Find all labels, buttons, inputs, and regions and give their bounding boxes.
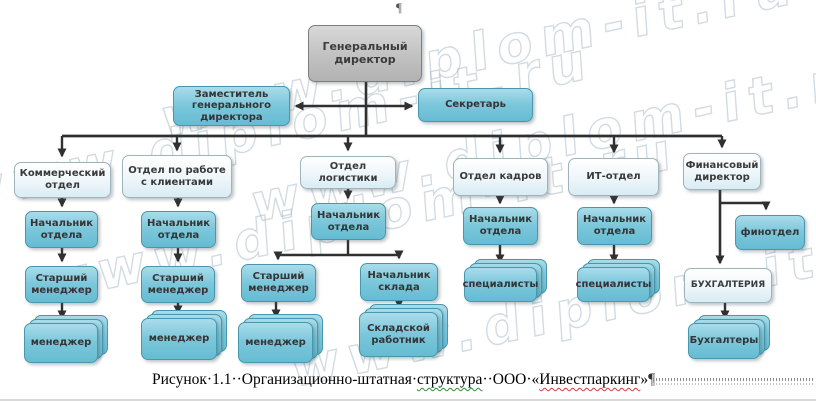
node-label: Заместитель генерального директора [191, 88, 272, 123]
node-warehouse-workers[interactable]: Складской работник [359, 304, 448, 357]
node-specialists-hr[interactable]: специалисты [462, 259, 547, 302]
node-head-clients[interactable]: Начальник отдела [141, 211, 216, 248]
formatting-dots-leader [653, 378, 814, 386]
node-managers-logistics[interactable]: менеджер [238, 314, 323, 363]
node-label: Старший менеджер [31, 272, 92, 296]
caption-word-spellcheck-green: структура [417, 371, 483, 388]
node-head-logistics[interactable]: Начальник отдела [311, 203, 386, 240]
paragraph-mark-top: ¶ [396, 0, 402, 15]
node-label: специалисты [462, 278, 539, 290]
node-label: менеджер [30, 337, 92, 349]
node-label: Секретарь [445, 99, 506, 111]
node-label: менеджер [245, 336, 306, 348]
node-accounting[interactable]: БУХГАЛТЕРИЯ [684, 268, 772, 303]
node-label: БУХГАЛТЕРИЯ [690, 280, 766, 291]
node-label: Складской работник [367, 322, 430, 346]
node-label: Коммерческий отдел [19, 168, 106, 191]
node-finotdel[interactable]: финотдел [735, 215, 805, 250]
figure-caption: Рисунок·1.1··Организационно-штатная·стру… [152, 371, 655, 389]
node-label: Начальник склада [367, 270, 431, 293]
node-label: менеджер [148, 333, 210, 345]
node-label: ИТ-отдел [586, 171, 641, 183]
node-head-commercial[interactable]: Начальник отдела [25, 211, 98, 248]
node-specialists-it[interactable]: специалисты [575, 259, 660, 302]
connector-group [57, 82, 771, 320]
node-general-director[interactable]: Генеральный директор [308, 25, 422, 82]
node-label: финотдел [740, 226, 800, 238]
paragraph-mark: ¶ [648, 371, 656, 388]
node-dept-hr[interactable]: Отдел кадров [453, 158, 548, 196]
node-label: специалисты [575, 278, 652, 290]
node-label: Отдел по работе с клиентами [128, 164, 226, 188]
node-dept-logistics[interactable]: Отдел логистики [300, 156, 396, 189]
node-managers-commercial[interactable]: менеджер [24, 315, 108, 363]
node-accountants[interactable]: Бухгалтеры [688, 315, 770, 359]
node-label: Генеральный директор [322, 39, 408, 66]
node-secretary[interactable]: Секретарь [418, 88, 533, 122]
node-label: Старший менеджер [147, 272, 209, 296]
node-deputy-general-director[interactable]: Заместитель генерального директора [173, 86, 290, 126]
node-managers-clients[interactable]: менеджер [141, 310, 227, 360]
node-label: Начальник отдела [316, 209, 381, 233]
node-label: Начальник отдела [29, 217, 94, 241]
node-label: Финансовый директор [685, 159, 759, 183]
node-label: Бухгалтеры [689, 335, 759, 347]
node-label: Старший менеджер [248, 271, 309, 294]
node-financial-director[interactable]: Финансовый директор [683, 153, 761, 190]
node-dept-it[interactable]: ИТ-отдел [568, 158, 659, 196]
node-dept-clients[interactable]: Отдел по работе с клиентами [122, 155, 232, 198]
node-label: Отдел логистики [318, 160, 378, 184]
caption-text: Рисунок·1.1··Организационно-штатная· [152, 371, 418, 388]
caption-text: » [640, 371, 649, 388]
caption-text: ··ООО·« [482, 371, 540, 388]
node-label: Начальник отдела [146, 217, 211, 241]
node-senior-manager-logistics[interactable]: Старший менеджер [241, 264, 316, 302]
node-head-it[interactable]: Начальник отдела [577, 207, 652, 245]
node-label: Начальник отдела [468, 214, 533, 237]
node-label: Отдел кадров [459, 171, 542, 183]
node-senior-manager-clients[interactable]: Старший менеджер [141, 266, 215, 303]
node-senior-manager-commercial[interactable]: Старший менеджер [25, 266, 98, 303]
node-head-hr[interactable]: Начальник отдела [463, 207, 538, 245]
node-warehouse-head[interactable]: Начальник склада [360, 263, 438, 301]
caption-word-spellcheck-red: Инвестпаркинг [539, 371, 641, 388]
node-label: Начальник отдела [582, 214, 647, 237]
node-dept-commercial[interactable]: Коммерческий отдел [14, 162, 111, 198]
